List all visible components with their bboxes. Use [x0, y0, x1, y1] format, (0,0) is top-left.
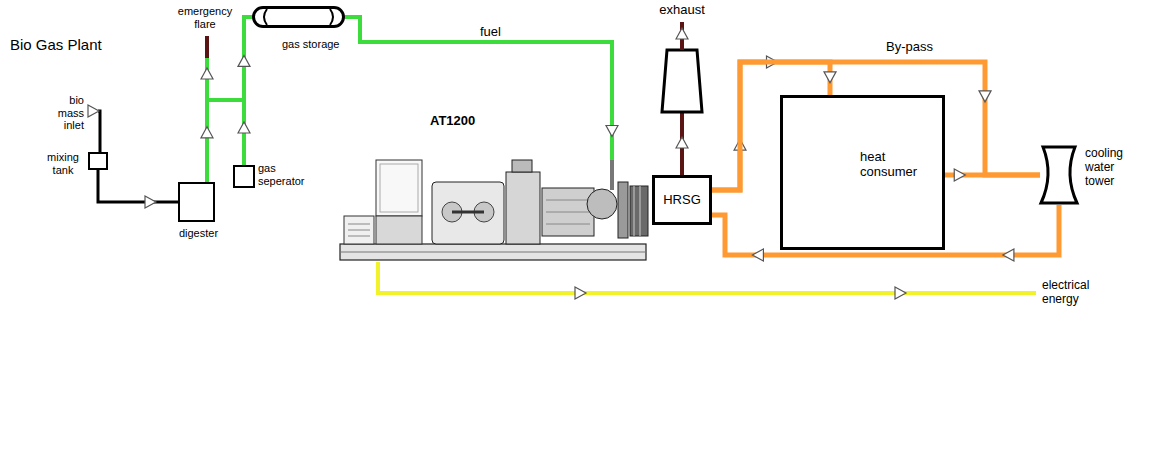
- turbine-part: [610, 160, 614, 190]
- turbine-part: [348, 236, 370, 237]
- turbine-part: [344, 216, 374, 244]
- connector-group: [201, 17, 252, 182]
- turbine-part: [376, 216, 422, 244]
- turbine-part: [340, 244, 646, 260]
- flow-arrow: [824, 72, 836, 83]
- flow-arrow: [145, 196, 156, 208]
- turbine-part: [376, 160, 422, 216]
- digester-box: digester: [178, 182, 215, 222]
- flow-arrow: [606, 126, 618, 137]
- edge-label: fuel: [478, 25, 503, 40]
- turbine-part: [380, 164, 418, 212]
- fuel-pipe: [345, 17, 612, 160]
- flow-arrow: [201, 68, 213, 79]
- turbine-part: [506, 172, 540, 244]
- connector-group: [238, 17, 252, 165]
- mixing-tank: mixing tank: [88, 152, 108, 170]
- tank-outline: [252, 6, 345, 28]
- turbine-part: [432, 182, 504, 244]
- flow-arrow: [88, 105, 99, 117]
- power-label: electrical energy: [1042, 279, 1114, 307]
- connector-group: [98, 170, 178, 208]
- flow-arrow: [201, 127, 213, 138]
- edge-label: By-pass: [884, 40, 935, 55]
- turbine-part: [348, 224, 370, 225]
- node-label: gas seperator: [258, 162, 318, 187]
- gas-pipe: [207, 17, 252, 182]
- node-label: heat consumer: [860, 150, 934, 180]
- flare-stack: [205, 36, 209, 58]
- turbine-part: [630, 186, 648, 236]
- turbine-part: [587, 189, 617, 219]
- tank-end: [264, 9, 333, 25]
- turbine-part: [546, 200, 590, 224]
- flow-arrow: [676, 137, 688, 148]
- node-label: mixing tank: [40, 151, 86, 176]
- turbine-part: [542, 188, 594, 236]
- flow-arrow: [238, 55, 250, 66]
- gas-pipe: [244, 17, 252, 165]
- flow-arrow: [954, 169, 965, 181]
- node-label: cooling water tower: [1085, 147, 1147, 188]
- turbine-part: [618, 182, 628, 238]
- exhaust-label: exhaust: [652, 3, 712, 18]
- node-label: HRSG: [663, 193, 701, 208]
- turbine-part: [634, 186, 640, 236]
- inlet-label: bio mass inlet: [40, 94, 84, 132]
- connector-group: [945, 169, 1040, 181]
- flow-arrow: [575, 287, 586, 299]
- gas-storage-tank: gas storage: [252, 6, 345, 28]
- connector-group: [345, 17, 618, 160]
- cooling-tower: cooling water tower: [1040, 145, 1078, 205]
- flow-arrow: [895, 287, 906, 299]
- consumer-box: heat consumer: [780, 95, 945, 250]
- flare-label: emergency flare: [173, 5, 237, 30]
- inlet-pipe: [98, 111, 100, 152]
- power-line: [378, 262, 1036, 293]
- biomass-pipe: [98, 170, 178, 202]
- turbine-part: [340, 252, 646, 253]
- turbine-illustration: [340, 160, 650, 262]
- node-label: digester: [170, 227, 227, 240]
- hrsg-box: HRSG: [652, 175, 712, 225]
- node-label: AT1200: [430, 114, 475, 129]
- plant-title: Bio Gas Plant: [10, 36, 102, 53]
- tower-body: [1041, 147, 1077, 203]
- turbine-part: [348, 230, 370, 231]
- tank-body: [254, 8, 344, 27]
- gas-turbine: AT1200: [340, 160, 650, 262]
- flow-arrow: [238, 122, 250, 133]
- flow-arrow: [752, 249, 763, 261]
- exhaust-stack: [662, 50, 702, 112]
- node-label: gas storage: [282, 38, 339, 51]
- turbine-part: [452, 211, 484, 214]
- flow-arrow: [676, 28, 688, 39]
- flow-arrow: [979, 91, 991, 102]
- separator-box: gas seperator: [233, 165, 255, 188]
- tower-outline: [1040, 145, 1078, 205]
- turbine-part: [512, 160, 532, 172]
- flow-arrow: [1003, 249, 1014, 261]
